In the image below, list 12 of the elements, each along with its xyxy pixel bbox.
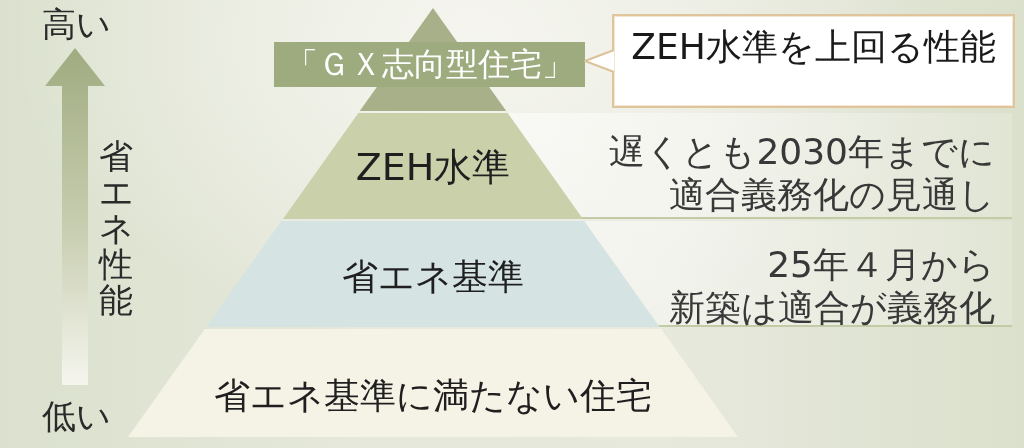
tier-label: ZEH水準 <box>355 144 511 191</box>
callout-pointer <box>584 49 615 73</box>
axis-title: 省エネ性能 <box>99 138 133 318</box>
tier-label: 省エネ基準 <box>342 254 524 299</box>
callout-box <box>612 14 1015 108</box>
side-note: 25年４月から新築は適合が義務化 <box>668 243 995 329</box>
label-banner: 「ＧＸ志向型住宅」 <box>274 42 585 87</box>
axis-label: 高い <box>42 4 111 45</box>
axis-label: 低い <box>42 396 111 437</box>
callout-text: ZEH水準を上回る性能 <box>631 25 996 69</box>
tier-label: 省エネ基準に満たない住宅 <box>214 373 652 418</box>
side-note: 遅くとも2030年までに適合義務化の見通し <box>608 130 995 216</box>
